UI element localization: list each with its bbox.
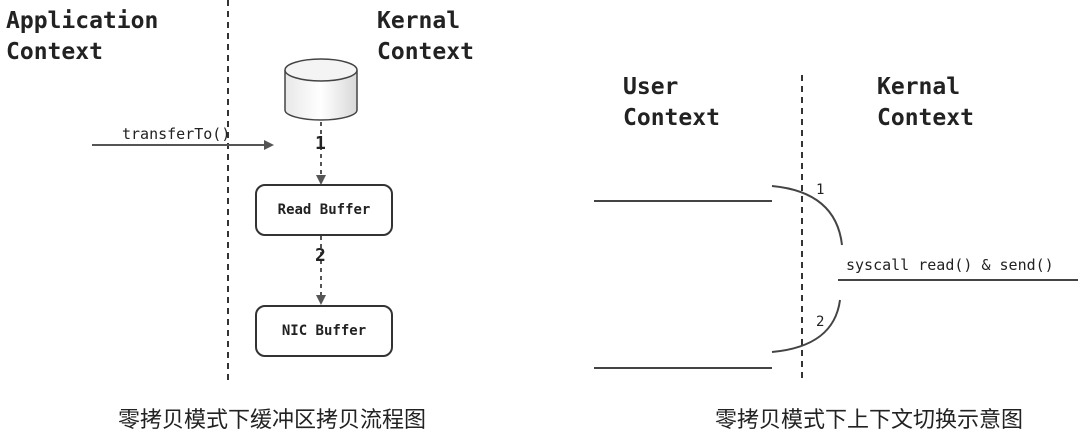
switch-curve-1 [771, 185, 843, 246]
step1-label-left: 1 [315, 133, 326, 154]
nic-buffer-box: NIC Buffer [255, 305, 393, 357]
disk-icon [284, 58, 358, 121]
app-context-line2: Context [6, 39, 103, 65]
kernal-context-right-line2: Context [877, 105, 974, 131]
right-caption: 零拷贝模式下上下文切换示意图 [715, 408, 1024, 433]
kernal-context-label-right: Kernal Context [877, 72, 974, 134]
step2-label-right: 2 [816, 314, 825, 330]
user-context-line1: User [623, 74, 679, 100]
syscall-label: syscall read() & send() [846, 256, 1054, 274]
kernal-context-right-line1: Kernal [877, 74, 961, 100]
switch-curve-2 [771, 299, 841, 353]
kernal-context-label-left: Kernal Context [377, 6, 474, 68]
app-context-line1: Application [6, 8, 159, 34]
kernal-context-left-line1: Kernal [377, 8, 461, 34]
kernal-context-left-line2: Context [377, 39, 474, 65]
step2-label-left: 2 [315, 245, 326, 266]
user-context-label: User Context [623, 72, 720, 134]
transfer-label: transferTo() [122, 125, 231, 143]
read-buffer-box: Read Buffer [255, 184, 393, 236]
left-caption: 零拷贝模式下缓冲区拷贝流程图 [118, 408, 427, 433]
user-context-line2: Context [623, 105, 720, 131]
app-context-label: Application Context [6, 6, 158, 68]
step1-label-right: 1 [816, 182, 825, 198]
